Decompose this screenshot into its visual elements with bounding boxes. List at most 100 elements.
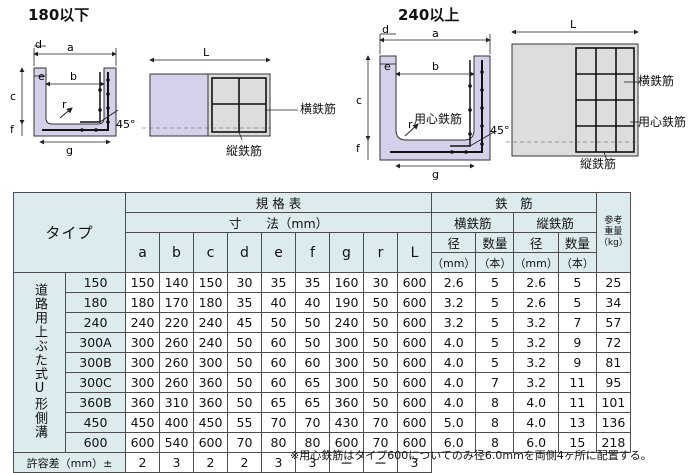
- value-cell: 3.2: [513, 332, 559, 353]
- header-spec: 規 格 表: [125, 192, 432, 213]
- value-cell: 300: [193, 352, 228, 373]
- label-core-bar: 用心鉄筋: [414, 112, 463, 126]
- header-dimensions: 寸 法（mm）: [125, 212, 432, 233]
- dim-g-small: g: [66, 144, 73, 157]
- value-cell: 600: [193, 432, 228, 453]
- value-cell: 600: [397, 352, 432, 373]
- value-cell: 8: [475, 412, 515, 433]
- value-cell: 220: [159, 312, 194, 333]
- col-r: r: [363, 232, 398, 273]
- dim-g-large: g: [432, 168, 439, 181]
- value-cell: 50: [227, 372, 262, 393]
- col-c: c: [193, 232, 228, 273]
- spec-table: タイプ 規 格 表 鉄 筋 参考 重量 （kg） 寸 法（mm） 横鉄筋 縦鉄筋…: [13, 192, 631, 473]
- value-cell: 400: [159, 412, 194, 433]
- plan-small-drawing: L: [142, 46, 298, 141]
- value-cell: 95: [595, 372, 631, 393]
- footnote: ※用心鉄筋はタイプ600についてのみ径6.0mmを両側4ヶ所に配置する。: [290, 449, 652, 462]
- value-cell: 150: [125, 272, 160, 293]
- type-cell: 600: [65, 432, 126, 453]
- value-cell: 2.6: [513, 272, 559, 293]
- value-cell: 4.0: [513, 392, 559, 413]
- dim-f-large: f: [356, 142, 361, 155]
- value-cell: 57: [595, 312, 631, 333]
- value-cell: 8: [475, 392, 515, 413]
- value-cell: 360: [125, 392, 160, 413]
- type-cell: 360B: [65, 392, 126, 413]
- label-core-large: 用心鉄筋: [638, 115, 687, 129]
- value-cell: 6.0: [430, 432, 477, 453]
- col-a: a: [125, 232, 160, 273]
- value-cell: 81: [595, 352, 631, 373]
- col-tate-dia: 径: [513, 232, 559, 253]
- value-cell: 30: [363, 272, 398, 293]
- value-cell: 360: [193, 372, 228, 393]
- section-small-drawing: d a e b c f r g 45°: [10, 38, 136, 157]
- title-180-below: 180以下: [28, 6, 90, 24]
- header-tate: 縦鉄筋: [513, 212, 597, 233]
- value-cell: 40: [295, 292, 330, 313]
- value-cell: 300: [125, 372, 160, 393]
- value-cell: 2.6: [513, 292, 559, 313]
- value-cell: 15: [557, 432, 597, 453]
- value-cell: 11: [557, 392, 597, 413]
- value-cell: 310: [159, 392, 194, 413]
- value-cell: 600: [397, 332, 432, 353]
- value-cell: 4.0: [430, 352, 477, 373]
- value-cell: 360: [193, 392, 228, 413]
- value-cell: 600: [329, 432, 364, 453]
- type-cell: 300C: [65, 372, 126, 393]
- value-cell: 2.6: [430, 272, 477, 293]
- unit-hon-yoko: （本）: [475, 252, 515, 273]
- value-cell: 60: [295, 352, 330, 373]
- value-cell: 50: [363, 292, 398, 313]
- value-cell: 540: [159, 432, 194, 453]
- dim-e-large: e: [384, 60, 391, 73]
- value-cell: 140: [159, 272, 194, 293]
- value-cell: 240: [329, 312, 364, 333]
- value-cell: 300: [329, 332, 364, 353]
- value-cell: 72: [595, 332, 631, 353]
- dim-c-large: c: [356, 94, 362, 107]
- category-cell: 道路用上ぶた式U形側溝: [13, 272, 66, 453]
- type-cell: 450: [65, 412, 126, 433]
- value-cell: 180: [193, 292, 228, 313]
- header-rebar: 鉄 筋: [431, 192, 597, 213]
- value-cell: 45: [227, 312, 262, 333]
- value-cell: 50: [363, 372, 398, 393]
- type-cell: 150: [65, 272, 126, 293]
- value-cell: 50: [261, 312, 296, 333]
- type-cell: 240: [65, 312, 126, 333]
- value-cell: 5.0: [430, 412, 477, 433]
- value-cell: 360: [329, 392, 364, 413]
- value-cell: 7: [557, 312, 597, 333]
- value-cell: 240: [193, 312, 228, 333]
- type-cell: 300A: [65, 332, 126, 353]
- value-cell: 5: [557, 272, 597, 293]
- value-cell: 13: [557, 412, 597, 433]
- type-cell: 180: [65, 292, 126, 313]
- value-cell: 6.0: [513, 432, 559, 453]
- header-weight: 参考 重量 （kg）: [595, 192, 631, 273]
- type-cell: 300B: [65, 352, 126, 373]
- value-cell: 600: [125, 432, 160, 453]
- dim-d-small: d: [35, 38, 42, 51]
- unit-mm-yoko: （mm）: [430, 252, 477, 273]
- value-cell: 70: [363, 432, 398, 453]
- unit-hon-tate: （本）: [557, 252, 597, 273]
- dim-a-small: a: [67, 41, 74, 54]
- value-cell: 5: [557, 292, 597, 313]
- value-cell: 70: [363, 412, 398, 433]
- dim-d-large: d: [382, 23, 389, 36]
- value-cell: 50: [363, 392, 398, 413]
- value-cell: 600: [397, 372, 432, 393]
- value-cell: 218: [595, 432, 631, 453]
- value-cell: 70: [295, 412, 330, 433]
- value-cell: 7: [475, 372, 515, 393]
- value-cell: 160: [329, 272, 364, 293]
